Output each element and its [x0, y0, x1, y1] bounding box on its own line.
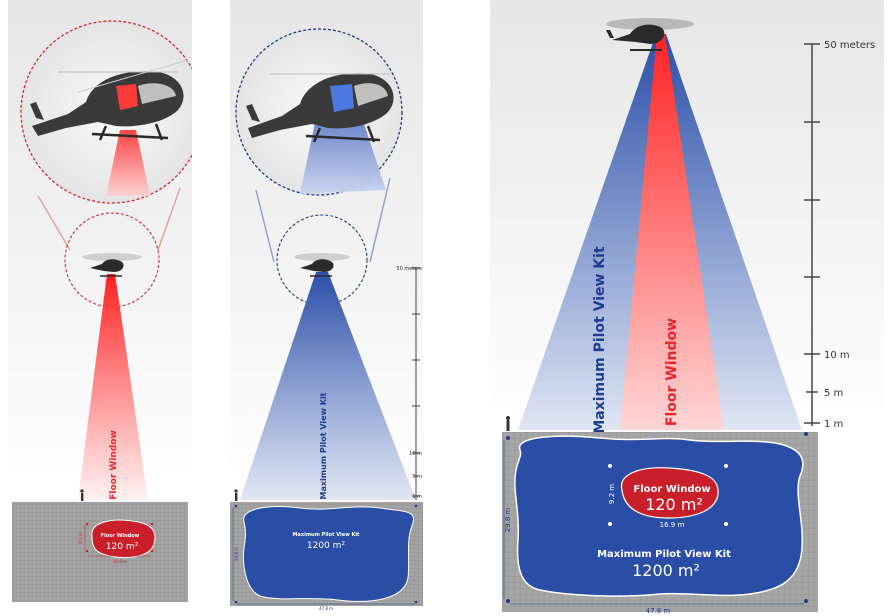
- scale-label-1: 1 m: [824, 419, 843, 430]
- floor-window-diagram: Floor Window Floor Window 120 m² 16.9 m …: [8, 0, 192, 602]
- scale-label-5: 5 m: [412, 474, 422, 480]
- zoom-beam: [300, 112, 386, 194]
- scale-label-1: 1 m: [412, 494, 422, 500]
- beam-label: Floor Window: [109, 430, 119, 500]
- helicopter-icon: [82, 253, 142, 277]
- pilot-view-area-title: Maximum Pilot View Kit: [293, 532, 361, 538]
- pilot-view-diagram: Maximum Pilot View Kit 50 meters 10 m 5 …: [230, 0, 423, 611]
- outer-area-value: 1200 m²: [632, 561, 700, 580]
- floor-window-beam: [620, 34, 724, 430]
- combined-panel: Maximum Pilot View Kit Floor Window 50 m…: [490, 0, 884, 616]
- floor-window-area: [621, 467, 719, 519]
- inner-dim-height: 9.2 m: [608, 484, 616, 504]
- dimension-markers: [232, 504, 418, 605]
- scale-label-10: 10 m: [409, 451, 422, 457]
- dim-width: 16.9 m: [113, 559, 127, 564]
- floor-window-area-value: 120 m²: [106, 542, 139, 552]
- scale-bar: [804, 43, 820, 426]
- pilot-view-panel: Maximum Pilot View Kit 50 meters 10 m 5 …: [230, 0, 423, 612]
- floor-window-panel: Floor Window Floor Window 120 m² 16.9 m …: [8, 0, 192, 612]
- pilot-view-beam: [240, 272, 416, 500]
- zoom-beam: [106, 130, 150, 196]
- scale-bar: [412, 267, 420, 500]
- dim-width: 47.8 m: [319, 606, 333, 611]
- helicopter-icon: [294, 253, 350, 277]
- beam-label: Maximum Pilot View Kit: [319, 392, 328, 499]
- beam-label-inner: Floor Window: [664, 318, 680, 426]
- beam-label-outer: Maximum Pilot View Kit: [592, 246, 608, 434]
- outer-dimension-markers: [503, 432, 808, 605]
- small-circle: [64, 212, 160, 308]
- dimension-markers: [84, 522, 154, 557]
- floor-window-area-title: Floor Window: [101, 533, 140, 539]
- person-icon: [234, 489, 238, 501]
- floor-window-area: [91, 519, 156, 558]
- inner-dim-width: 16.9 m: [660, 521, 685, 529]
- scale-label-5: 5 m: [824, 388, 843, 399]
- scale-label-50: 50 meters: [824, 40, 875, 51]
- zoom-connector-left: [255, 189, 275, 263]
- zoom-connector-right: [369, 177, 391, 263]
- combined-diagram: Maximum Pilot View Kit Floor Window 50 m…: [490, 0, 884, 615]
- helicopter-icon: [606, 18, 694, 51]
- outer-area-title: Maximum Pilot View Kit: [597, 549, 731, 560]
- helicopter-detailed-icon: [246, 73, 394, 143]
- person-icon: [506, 416, 510, 431]
- inner-area-title: Floor Window: [633, 484, 710, 495]
- dim-height: 9.2 m: [78, 532, 83, 544]
- inner-dimension-markers: [608, 464, 728, 526]
- dim-height: 29.8 m: [234, 547, 239, 561]
- pilot-view-area: [243, 506, 414, 602]
- floor-window-beam: [78, 274, 148, 500]
- zoom-connector-left: [37, 195, 71, 251]
- zoom-connector-right: [157, 187, 181, 251]
- scale-label-10: 10 m: [824, 350, 850, 361]
- scale-label-50: 50 meters: [396, 266, 422, 272]
- inner-area-value: 120 m²: [645, 495, 703, 514]
- outer-dim-width: 47.8 m: [646, 607, 671, 615]
- pilot-view-area-value: 1200 m²: [307, 541, 346, 551]
- helicopter-detailed-icon: [30, 59, 189, 141]
- outer-dim-height: 29.8 m: [504, 508, 512, 533]
- person-icon: [80, 489, 84, 501]
